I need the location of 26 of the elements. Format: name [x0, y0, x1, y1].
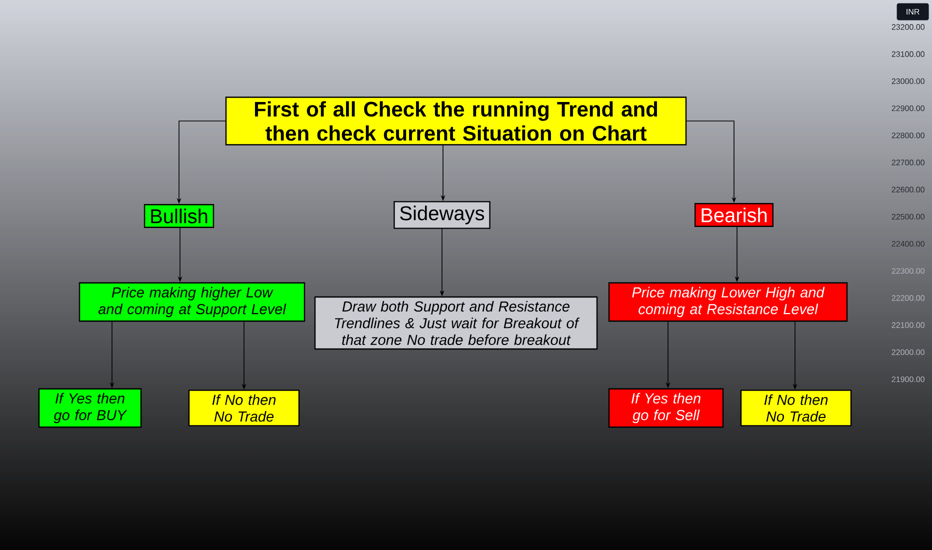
axis-tick-label: 23000.00	[892, 78, 924, 84]
condition-box: Price making higher Low and coming at Support Level	[78, 282, 306, 322]
result-box: If No then No Trade	[188, 390, 300, 426]
axis-tick-label: 22000.00	[892, 349, 924, 356]
currency-badge: INR	[896, 3, 929, 20]
axis-tick-label: 22800.00	[892, 132, 924, 138]
trend-box: Sideways	[394, 201, 490, 229]
title-box: First of all Check the running Trend and then check current Situation on Chart	[225, 96, 687, 146]
condition-box: Draw both Support and Resistance Trendlines & Just wait for Breakout of that zone No trade before breakout	[314, 296, 598, 350]
condition-box: Price making Lower High and coming at Resistance Level	[608, 282, 848, 322]
axis-tick-label: 22900.00	[892, 105, 924, 112]
axis-tick-label: 22400.00	[892, 240, 924, 247]
result-box: If No then No Trade	[740, 390, 852, 426]
trend-box: Bearish	[694, 203, 774, 227]
axis-tick-label: 22600.00	[892, 186, 924, 192]
axis-tick-label: 22300.00	[892, 268, 924, 274]
result-box: If Yes then go for Sell	[608, 388, 724, 428]
axis-tick-label: 21900.00	[892, 376, 924, 382]
result-box: If Yes then go for BUY	[38, 388, 142, 428]
axis-tick-label: 22700.00	[892, 160, 924, 166]
trend-box: Bullish	[144, 204, 214, 228]
axis-tick-label: 23100.00	[892, 51, 924, 57]
axis-tick-label: 22100.00	[892, 322, 924, 328]
axis-tick-label: 23200.00	[892, 24, 924, 30]
axis-tick-label: 22500.00	[892, 214, 924, 220]
axis-tick-label: 22200.00	[892, 295, 924, 301]
